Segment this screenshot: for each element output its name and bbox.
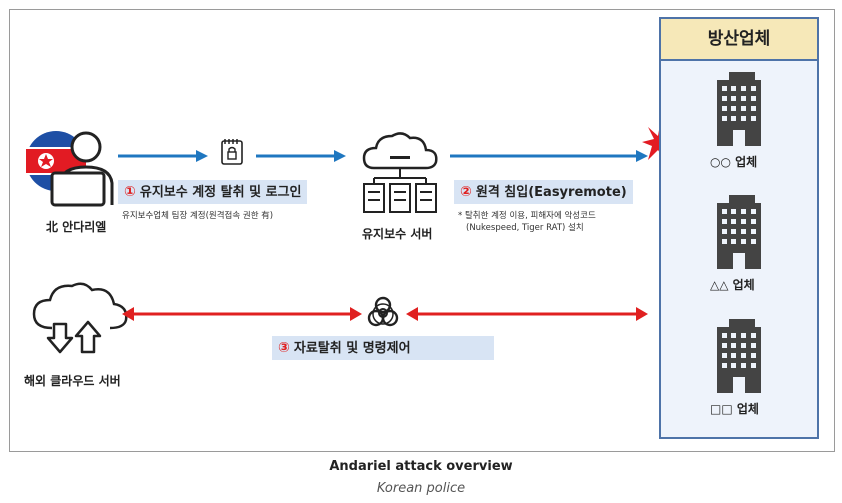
clipboard-icon <box>221 139 243 165</box>
step2-note-line1: * 탈취한 계정 이용, 피해자에 악성코드 <box>458 211 596 221</box>
targets-title: 방산업체 <box>661 19 817 61</box>
step2-number: ② <box>460 184 472 200</box>
building-icon <box>717 195 761 269</box>
arrow-cloud-to-biohazard <box>122 307 362 321</box>
caption-title: Andariel attack overview <box>329 459 513 474</box>
cloud-transfer-icon <box>32 282 128 354</box>
biohazard-icon <box>367 296 399 327</box>
target-label-3: □□ 업체 <box>710 402 759 416</box>
step3-number: ③ <box>278 340 290 356</box>
building-icon <box>717 72 761 146</box>
actor-label: 北 안다리엘 <box>46 220 107 234</box>
server-label: 유지보수 서버 <box>362 227 433 241</box>
step1-note: 유지보수업체 팀장 계정(원격접속 권한 有) <box>122 211 274 221</box>
cloud-label: 해외 클라우드 서버 <box>24 374 121 388</box>
arrow-actor-to-clipboard <box>118 150 208 162</box>
step1-number: ① <box>124 184 136 200</box>
target-label-1: ○○ 업체 <box>710 155 758 169</box>
step2-text: 원격 침입(Easyremote) <box>475 185 627 200</box>
step3-text: 자료탈취 및 명령제어 <box>293 341 411 356</box>
arrow-biohazard-to-target <box>406 307 648 321</box>
step1-text: 유지보수 계정 탈취 및 로그인 <box>139 185 302 200</box>
arrow-server-to-target <box>450 150 648 162</box>
hacker-icon <box>26 131 114 207</box>
caption-source: Korean police <box>376 481 466 496</box>
step2-note-line2: (Nukespeed, Tiger RAT) 설치 <box>466 223 584 233</box>
building-icon <box>717 319 761 393</box>
arrow-clipboard-to-server <box>256 150 346 162</box>
target-label-2: △△ 업체 <box>710 278 755 292</box>
server-cloud-icon <box>362 132 438 213</box>
